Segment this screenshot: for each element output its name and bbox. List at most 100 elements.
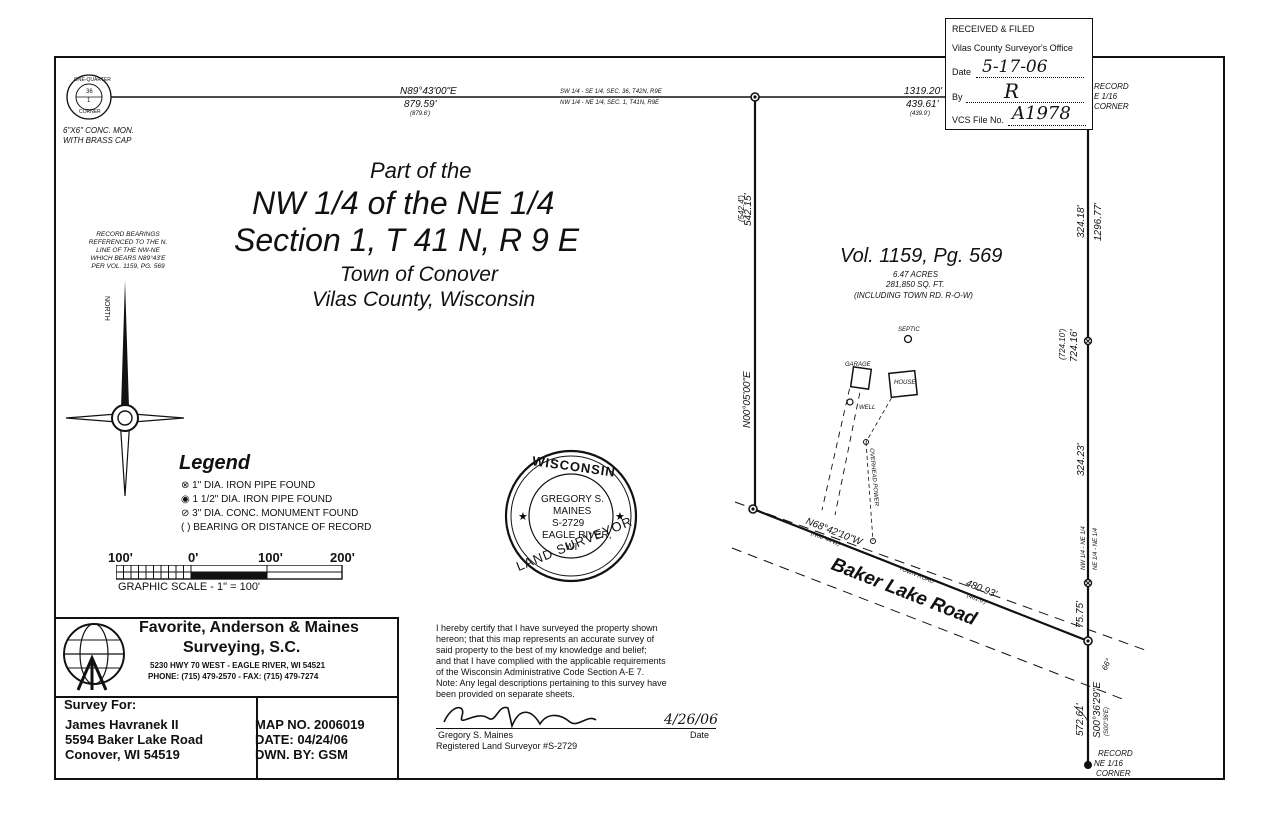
east-bearing-5: S00°36'29"E <box>1092 681 1103 738</box>
top-dist-total: 1319.20' <box>904 86 943 97</box>
surveyor-seal-icon: ★ ★ <box>504 449 638 583</box>
stamp-by-label: By <box>952 92 963 102</box>
map-date: DATE: 04/24/06 <box>255 732 348 747</box>
surveyor-signature <box>443 706 597 729</box>
legend-item-text: BEARING OR DISTANCE OF RECORD <box>193 522 372 533</box>
legend-item-text: 1" DIA. IRON PIPE FOUND <box>192 480 316 491</box>
drawing-frame <box>54 56 1225 780</box>
cert-line: been provided on separate sheets. <box>436 689 575 699</box>
client-city: Conover, WI 54519 <box>65 747 180 762</box>
cert-line: of the Wisconsin Administrative Code Sec… <box>436 667 645 677</box>
west-bearing: N00°05'00"E <box>742 371 753 428</box>
se-corner-1: RECORD <box>1098 749 1133 758</box>
legend-item-text: 3" DIA. CONC. MONUMENT FOUND <box>192 508 359 519</box>
stamp-line-1: RECEIVED & FILED <box>952 24 1035 34</box>
top-dist-2-record: (439.9') <box>910 111 931 117</box>
parcel-vol: Vol. 1159, Pg. 569 <box>840 245 1003 267</box>
record-symbol: ( ) <box>181 522 191 533</box>
seal-state: WI <box>565 542 578 553</box>
se-corner-2: NE 1/16 <box>1094 759 1123 768</box>
quarter-corner-icon <box>66 74 112 120</box>
company-phone: PHONE: (715) 479-2570 - FAX: (715) 479-7… <box>148 672 319 681</box>
seal-name-2: MAINES <box>553 506 592 517</box>
company-name-1: Favorite, Anderson & Maines <box>139 619 359 636</box>
east-dist-1: 324.18' <box>1076 205 1087 239</box>
se-corner-3: CORNER <box>1096 769 1131 778</box>
scale-tick-3: 100' <box>258 550 283 565</box>
cert-line: Note: Any legal descriptions pertaining … <box>436 678 667 688</box>
garage-label: GARAGE <box>845 362 871 368</box>
signature-date-label: Date <box>690 730 710 740</box>
company-address: 5230 HWY 70 WEST - EAGLE RIVER, WI 54521 <box>150 661 326 670</box>
cert-line: said property to the best of my knowledg… <box>436 645 647 655</box>
iron-pipe-1in-icon: ⊗ <box>181 480 190 491</box>
parcel-acres: 6.47 ACRES <box>893 270 939 279</box>
bearing-note: RECORD BEARINGS REFERENCED TO THE N. LIN… <box>76 231 180 271</box>
map-drawn-by: DWN. BY: GSM <box>255 747 348 762</box>
scale-tick-1: 100' <box>108 550 133 565</box>
svg-text:★: ★ <box>518 510 528 523</box>
house-label: HOUSE <box>894 380 916 386</box>
bearing-note-2: REFERENCED TO THE N. <box>88 239 168 246</box>
company-name-2: Surveying, S.C. <box>183 639 301 656</box>
cert-line: and that I have complied with the applic… <box>436 656 666 666</box>
quarter-corner-num: 36 <box>86 89 93 95</box>
client-name: James Havranek II <box>65 717 179 732</box>
scale-tick-4: 200' <box>330 550 355 565</box>
stamp-file-label: VCS File No. <box>952 115 1005 125</box>
bearing-note-3: LINE OF THE NW-NE <box>96 247 160 254</box>
title-line-5: Vilas County, Wisconsin <box>312 288 536 311</box>
well-label: WELL <box>859 405 876 411</box>
title-line-1: Part of the <box>370 158 472 183</box>
ne-corner-2: E 1/16 <box>1094 92 1118 101</box>
stamp-by-value: R <box>1004 79 1020 103</box>
legend-list: ⊗ 1" DIA. IRON PIPE FOUND ◉ 1 1/2" DIA. … <box>181 479 371 535</box>
signer-title: Registered Land Surveyor #S-2729 <box>436 741 578 751</box>
survey-for-label: Survey For: <box>64 697 137 712</box>
west-dist: 542.15' <box>743 193 754 227</box>
top-dist-2: 439.61' <box>906 99 939 110</box>
globe-logo-icon <box>63 623 125 691</box>
parcel-sqft: 281,850 SQ. FT. <box>886 280 945 289</box>
legend-item: ⊗ 1" DIA. IRON PIPE FOUND <box>181 479 371 493</box>
stamp-line-2: Vilas County Surveyor's Office <box>952 43 1073 53</box>
top-dist-1: 879.59' <box>404 99 437 110</box>
scale-caption: GRAPHIC SCALE - 1" = 100' <box>118 581 261 593</box>
title-line-2: NW 1/4 of the NE 1/4 <box>252 185 555 221</box>
title-block <box>54 617 399 780</box>
stamp-date-value: 5-17-06 <box>982 57 1048 77</box>
certification-text: I hereby certify that I have surveyed th… <box>436 623 667 700</box>
bearing-note-4: WHICH BEARS N89°43'E <box>90 255 166 262</box>
quarter-corner-bottom: CORNER <box>79 109 101 115</box>
east-line-label-2: NE 1/4 - NE 1/4 <box>1093 527 1099 570</box>
conc-monument-icon: ⊘ <box>181 508 190 519</box>
received-stamp: RECEIVED & FILED Vilas County Surveyor's… <box>945 18 1093 130</box>
title-line-3: Section 1, T 41 N, R 9 E <box>234 222 580 258</box>
east-dist-4: 75.75' <box>1075 601 1086 628</box>
bearing-note-1: RECORD BEARINGS <box>96 231 160 238</box>
stamp-date-label: Date <box>952 67 972 77</box>
seal-number: S-2729 <box>552 518 585 529</box>
cert-line: I hereby certify that I have surveyed th… <box>436 623 658 633</box>
top-bearing: N89°43'00"E <box>400 86 457 97</box>
east-bearing-5-record: (S00°36'E) <box>1104 707 1110 736</box>
east-dist-3: 324.23' <box>1076 443 1087 477</box>
north-label: NORTH <box>103 296 110 321</box>
scale-tick-2: 0' <box>188 550 199 565</box>
legend-title: Legend <box>179 452 251 474</box>
scale-bar <box>116 565 343 580</box>
east-dist-5: 572.61' <box>1075 703 1086 737</box>
seal-name: GREGORY S. <box>541 494 604 505</box>
map-number: MAP NO. 2006019 <box>255 717 365 732</box>
client-address: 5594 Baker Lake Road <box>65 732 204 747</box>
ne-corner-3: CORNER <box>1094 102 1129 111</box>
iron-pipe-1-5in-icon: ◉ <box>181 494 190 505</box>
monument-note-1: 6"X6" CONC. MON. <box>63 126 135 135</box>
parcel-including: (INCLUDING TOWN RD. R-O-W) <box>854 291 973 300</box>
east-line-label-1: NW 1/4 - NE 1/4 <box>1081 526 1087 570</box>
svg-text:★: ★ <box>615 510 625 523</box>
legend-item: ( ) BEARING OR DISTANCE OF RECORD <box>181 521 371 535</box>
section-label-above: SW 1/4 - SE 1/4, SEC. 36, T42N, R9E <box>560 89 662 95</box>
septic-label: SEPTIC <box>898 327 920 333</box>
